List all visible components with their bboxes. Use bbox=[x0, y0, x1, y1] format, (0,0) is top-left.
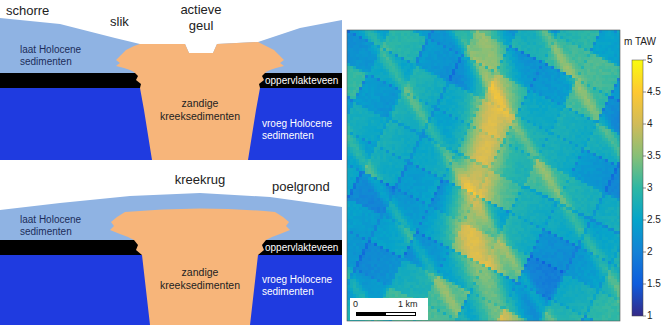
figure-stage: schorreslikactieve geullaat Holocene sed… bbox=[0, 0, 664, 325]
